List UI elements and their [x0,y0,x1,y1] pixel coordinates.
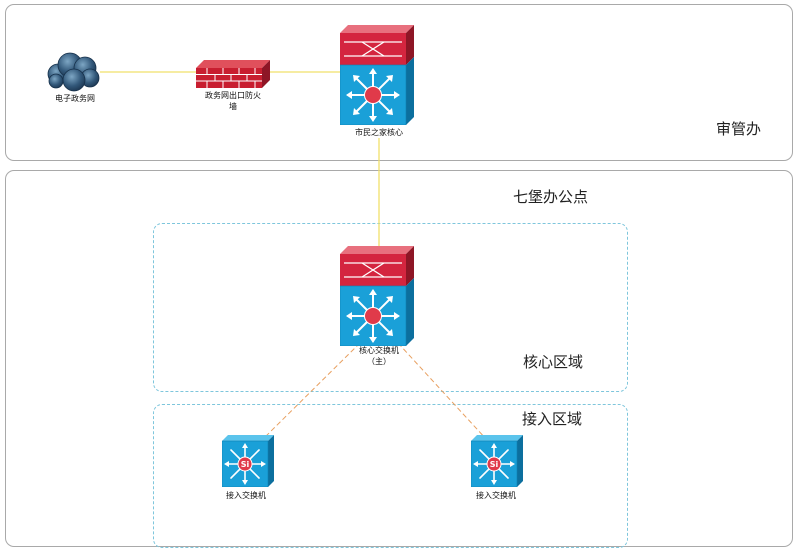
zone-label-main: 七堡办公点 [513,188,589,206]
core-switch-main-label: 核心交换机 （主） [337,345,421,367]
link-core-access-right [397,342,488,441]
zone-core [153,223,628,392]
internet-label: 电子政务网 [55,94,95,103]
citizen-core-label: 市民之家核心 [355,128,403,137]
zone-label-top: 审管办 [716,120,762,138]
firewall-label-line1: 政务网出口防火 [205,91,261,100]
core-switch-main-icon [340,246,414,346]
zone-label-access: 接入区域 [522,410,583,428]
access-switch-right-icon: Si [471,435,523,487]
access-switch-left-icon: Si [222,435,274,487]
core-switch-main-label-line1: 核心交换机 [359,346,399,355]
access-switch-right-label: 接入交换机 [476,491,516,500]
zone-main [5,170,793,547]
si-mark-right: Si [490,460,499,469]
firewall-label-line2: 墙 [229,102,237,111]
firewall-label: 政务网出口防火 墙 [193,90,273,112]
zone-access [153,404,628,548]
access-switch-left-label: 接入交换机 [226,491,266,500]
core-switch-main-label-line2: （主） [367,357,391,366]
zone-top [5,4,793,161]
si-mark-left: Si [241,460,250,469]
citizen-core-switch-icon [340,25,414,125]
firewall-icon [196,60,270,88]
zone-label-core: 核心区域 [523,353,584,371]
cloud-icon [47,52,100,92]
link-core-access-left [261,342,361,441]
